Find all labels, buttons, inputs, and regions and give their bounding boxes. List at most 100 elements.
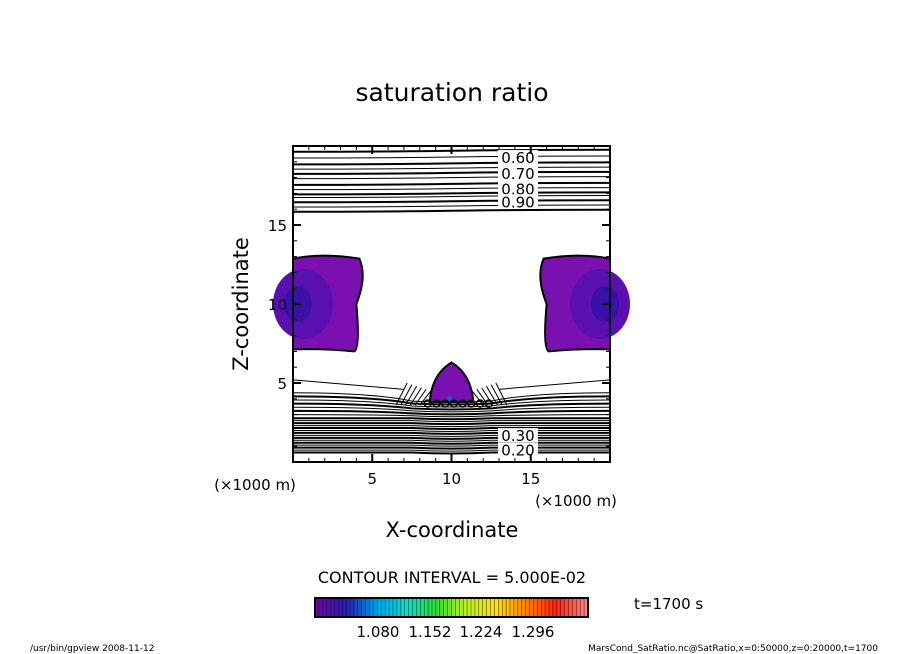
colorbar-tick-label: 1.080 [357,623,400,641]
colorbar-cell [510,598,515,617]
colorbar-cell [373,598,378,617]
contour-loop [458,399,467,408]
contour-loop [440,399,450,408]
contour-loop [432,399,441,408]
colorbar-frame [314,597,589,618]
colorbar-cell [545,598,550,617]
colorbar-cell [357,598,363,617]
x-axis-label: X-coordinate [386,518,519,542]
colorbar-cell [334,598,339,617]
colorbar-cell [451,598,456,617]
colorbar-cell [408,598,413,617]
colorbar-cell [541,598,546,617]
colorbar-cell [478,598,483,617]
colorbar-cell [361,598,366,617]
colorbar-cell [467,598,472,617]
colorbar-cell [537,598,542,617]
contour-label-bg [498,150,538,165]
contour-label: 0.90 [501,193,534,211]
contour-line [405,385,418,406]
colorbar-cell [459,598,464,617]
contour-line [292,170,611,175]
colorbar-cell [474,598,480,617]
colorbar-cell [556,598,561,617]
colorbar-cell [564,598,569,617]
contour-line [471,390,484,406]
contour-line [293,422,610,426]
x-unit-label: (×1000 m) [214,476,296,494]
colorbar-cell [533,598,538,617]
colorbar-cell [377,598,382,617]
y-tick-label: 5 [277,375,287,393]
colorbar-tick-label: 1.152 [409,623,452,641]
contour-label-bg [498,428,538,443]
x-tick-label: 15 [521,470,540,488]
contour-line [293,449,610,452]
contour-loop [484,399,493,408]
contour-label-bg [498,165,538,180]
contour-line [293,420,610,423]
contour-line [395,382,408,406]
colorbar-cell [432,598,437,617]
footer-right: MarsCond_SatRatio.nc@SatRatio,x=0:50000,… [588,644,878,654]
colorbar-cell [315,598,320,617]
contour-label-bg [498,181,538,196]
contour-line [292,444,610,447]
colorbar-cell [424,598,429,617]
colorbar-cell [549,598,554,617]
x-tick-label: 5 [367,470,377,488]
contour-line [292,208,611,213]
contour-line [485,385,498,406]
contour-line [293,425,610,428]
colorbar-cell [584,598,589,617]
y-tick-label: 10 [268,296,287,314]
colorbar-cell [416,598,421,617]
x-tick-label: 10 [442,470,461,488]
colorbar-cell [412,598,417,617]
contour-line [292,402,611,411]
contour-line [292,181,611,186]
colorbar-cell [330,598,335,617]
colorbar-cell [396,598,402,617]
colorbar-cell [381,598,386,617]
contour-line [292,406,611,413]
contour-line [476,389,489,406]
y-axis-label: Z-coordinate [229,237,253,371]
contour-line [292,155,611,159]
contour-line [292,414,611,418]
colorbar-cell [385,598,390,617]
contour-line [292,431,610,435]
contour-line [495,382,508,406]
contour-loop [423,399,432,408]
colorbar-cell [572,598,577,617]
contour-line [293,441,610,445]
contour-line [292,439,610,442]
contour-line [292,204,611,208]
colorbar-cell [463,598,468,617]
contour-line [292,199,611,204]
colorbar-cell [350,598,355,617]
colorbar-tick-label: 1.224 [460,623,503,641]
contour-line [292,166,611,170]
colorbar-cell [342,598,347,617]
contour-line [293,451,610,455]
colorbar-cell [443,598,448,617]
contour-line [292,195,611,199]
contour-line [409,387,422,406]
colorbar-cell [513,598,519,617]
colorbar-cell [435,598,441,617]
contour-line [292,409,611,416]
center-supersaturated-region [428,361,475,403]
colorbar-cell [346,598,351,617]
colorbar-cell [552,598,558,617]
contour-line [292,187,611,191]
contour-line [292,379,404,390]
colorbar-cell [447,598,452,617]
contour-label: 0.70 [501,165,534,183]
contour-line [293,434,610,437]
colorbar-cell [521,598,526,617]
colorbar-cell [494,598,499,617]
contour-line [293,427,610,431]
colorbar-cell [389,598,394,617]
colorbar-cell [322,598,327,617]
